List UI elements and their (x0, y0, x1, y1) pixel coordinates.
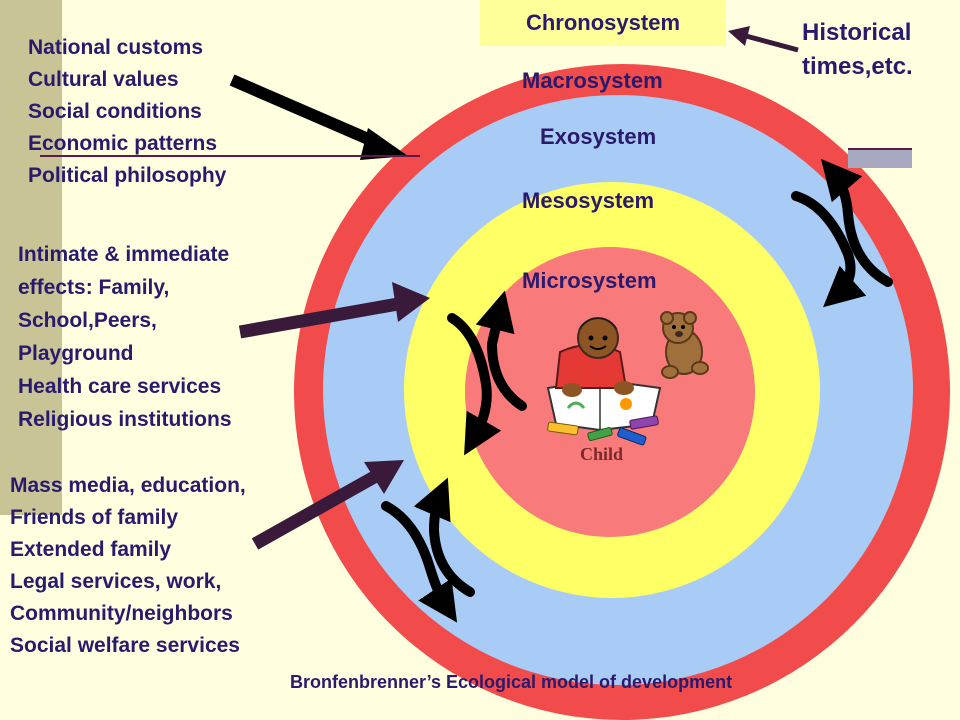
list-item: Legal services, work, (10, 570, 222, 593)
list-item: National customs (28, 36, 204, 59)
macrosystem-label: Macrosystem (522, 68, 663, 93)
right-decor-bar (848, 148, 912, 168)
left-decor-bar (0, 0, 62, 515)
list-item: Political philosophy (28, 164, 227, 187)
list-item: School,Peers, (18, 309, 157, 332)
historical-line: Historical (802, 19, 912, 46)
exosystem-label: Exosystem (540, 124, 657, 149)
list-item: Cultural values (28, 68, 179, 91)
microsystem-label: Microsystem (522, 268, 657, 293)
list-item: Religious institutions (18, 408, 232, 431)
historical-times-label: Historical times,etc. (802, 16, 913, 84)
macro-pointer-arrow-icon (229, 74, 408, 160)
child-drawing-icon (546, 317, 662, 432)
list-item: Friends of family (10, 506, 179, 529)
double-curved-arrow-icon (381, 477, 475, 623)
exo-items-list: Mass media, education, Friends of family… (10, 470, 246, 662)
chrono-pointer-arrow-icon (728, 26, 799, 53)
list-item: Extended family (10, 538, 172, 561)
chronosystem-label: Chronosystem (480, 0, 726, 46)
diagram-caption: Bronfenbrenner’s Ecological model of dev… (290, 672, 733, 692)
list-item: Playground (18, 342, 134, 365)
teddy-bear-icon (660, 311, 709, 379)
list-item: effects: Family, (18, 276, 170, 299)
mesosystem-label: Mesosystem (522, 188, 655, 213)
list-item: Mass media, education, (10, 474, 246, 497)
exo-pointer-arrow-icon (251, 460, 404, 550)
divider-line (40, 155, 420, 157)
list-item: Intimate & immediate (18, 243, 230, 266)
double-curved-arrow-icon (791, 158, 893, 308)
list-item: Economic patterns (28, 132, 218, 155)
crayon-icon (547, 415, 659, 446)
historical-line: times,etc. (802, 53, 913, 80)
double-curved-arrow-icon (447, 290, 527, 456)
list-item: Social welfare services (10, 634, 240, 657)
child-label: Child (580, 444, 624, 464)
micro-items-list: Intimate & immediate effects: Family, Sc… (18, 238, 232, 436)
micro-pointer-arrow-icon (238, 282, 430, 339)
list-item: Health care services (18, 375, 222, 398)
list-item: Community/neighbors (10, 602, 233, 625)
list-item: Social conditions (28, 100, 202, 123)
macro-items-list: National customs Cultural values Social … (28, 32, 226, 192)
